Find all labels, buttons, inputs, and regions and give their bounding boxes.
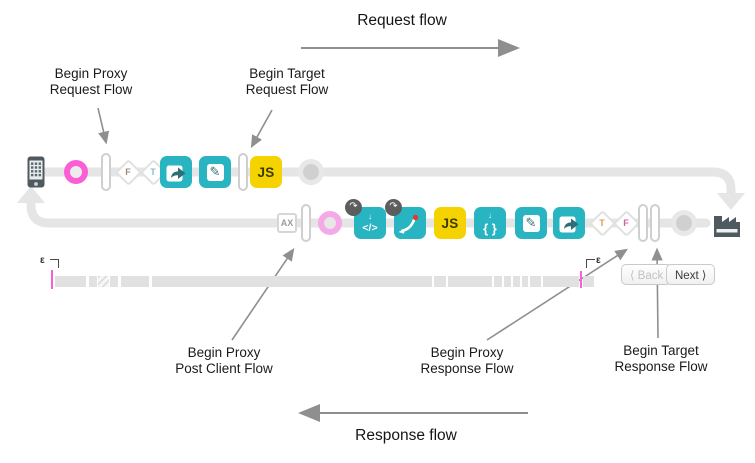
begin-proxy-post-client-flow-marker[interactable] [301, 204, 311, 242]
begin-proxy-post-client-arrow [231, 248, 295, 341]
request-flow-heading: Request flow [357, 12, 447, 29]
condition-true-diamond-response[interactable]: T [588, 209, 616, 237]
pencil-icon: ✎ [206, 163, 224, 181]
back-button[interactable]: ⟨ Back [621, 264, 673, 285]
extract-variables-policy-icon[interactable]: ↷ ↓ </> [345, 199, 386, 239]
proxy-request-start-dot[interactable] [64, 160, 88, 184]
request-end-dot[interactable] [298, 159, 324, 185]
timeline-segment [98, 276, 109, 287]
target-factory-icon[interactable] [712, 211, 742, 238]
timeline-segment [504, 276, 511, 287]
request-flow-arrowhead-down [717, 193, 745, 210]
json-braces-policy-icon[interactable]: ↓ { } [474, 207, 506, 239]
begin-proxy-request-label: Begin Proxy Request Flow [49, 66, 133, 97]
timeline-segment [89, 276, 97, 287]
begin-proxy-request-flow-marker[interactable] [101, 153, 111, 191]
curved-arrow-red-dot-glyph [398, 214, 419, 234]
timeline-segment [543, 276, 579, 287]
replay-badge-icon: ↷ [385, 199, 402, 216]
response-flow-arrowhead-up [17, 186, 45, 203]
begin-proxy-response-label: Begin Proxy Response Flow [420, 345, 514, 376]
assign-message-policy-icon[interactable]: ✎ [199, 156, 231, 188]
timeline-left-symbol: ε [40, 255, 45, 266]
response-end-dot[interactable] [671, 210, 697, 236]
timeline-segment [522, 276, 528, 287]
response-flow-line [17, 186, 711, 228]
timeline-segment [583, 276, 594, 287]
timeline-segment [494, 276, 502, 287]
page-arrow-glyph [559, 216, 579, 233]
timeline-segment [152, 276, 432, 287]
assign-message-policy-icon-response[interactable]: ✎ [515, 207, 547, 239]
route-policy-icon[interactable]: ↷ [385, 199, 426, 239]
timeline-segment [530, 276, 541, 287]
begin-proxy-request-arrow [97, 107, 110, 145]
timeline-segment [434, 276, 446, 287]
timeline-segment [121, 276, 149, 287]
post-client-start-dot[interactable] [318, 211, 342, 235]
timeline-segment [513, 276, 520, 287]
down-arrow-icon: ↓ [368, 211, 372, 221]
code-glyph: ↓ </> [362, 211, 378, 234]
timeline-segment [448, 276, 492, 287]
callout-policy-icon-response[interactable] [553, 207, 585, 239]
begin-proxy-response-arrow [486, 248, 629, 341]
begin-target-request-flow-marker[interactable] [238, 153, 248, 191]
condition-false-diamond-request[interactable]: F [114, 158, 142, 186]
page-arrow-glyph [166, 165, 186, 182]
timeline-left-corner [50, 259, 59, 268]
request-flow-line [41, 167, 745, 210]
down-arrow-icon: ↓ [487, 210, 492, 220]
analytics-step[interactable]: AX [277, 213, 297, 233]
timeline-bar [55, 276, 594, 287]
timeline-marker-end [580, 271, 582, 288]
client-phone-icon[interactable] [27, 156, 45, 188]
replay-badge-icon: ↷ [345, 199, 362, 216]
timeline-right-corner [586, 259, 595, 268]
next-button[interactable]: Next ⟩ [666, 264, 716, 285]
pencil-icon: ✎ [522, 214, 540, 232]
timeline-marker-start [51, 270, 53, 289]
javascript-policy-icon-request[interactable]: JS [250, 156, 282, 188]
braces-glyph: ↓ { } [483, 210, 497, 236]
begin-target-response-flow-marker[interactable] [650, 204, 660, 242]
timeline-right-symbol: ε [596, 255, 601, 266]
begin-target-request-arrow [250, 109, 273, 149]
condition-true-diamond-request[interactable]: T [139, 158, 167, 186]
timeline-segment [110, 276, 118, 287]
begin-target-request-label: Begin Target Request Flow [245, 66, 329, 97]
condition-false-diamond-response[interactable]: F [612, 209, 640, 237]
begin-target-response-label: Begin Target Response Flow [614, 343, 708, 374]
callout-policy-icon[interactable] [160, 156, 192, 188]
timeline-segment [55, 276, 86, 287]
javascript-policy-icon-response[interactable]: JS [434, 207, 466, 239]
response-flow-heading: Response flow [355, 427, 457, 444]
begin-proxy-post-client-label: Begin Proxy Post Client Flow [175, 345, 273, 376]
begin-proxy-response-flow-marker[interactable] [638, 204, 648, 242]
